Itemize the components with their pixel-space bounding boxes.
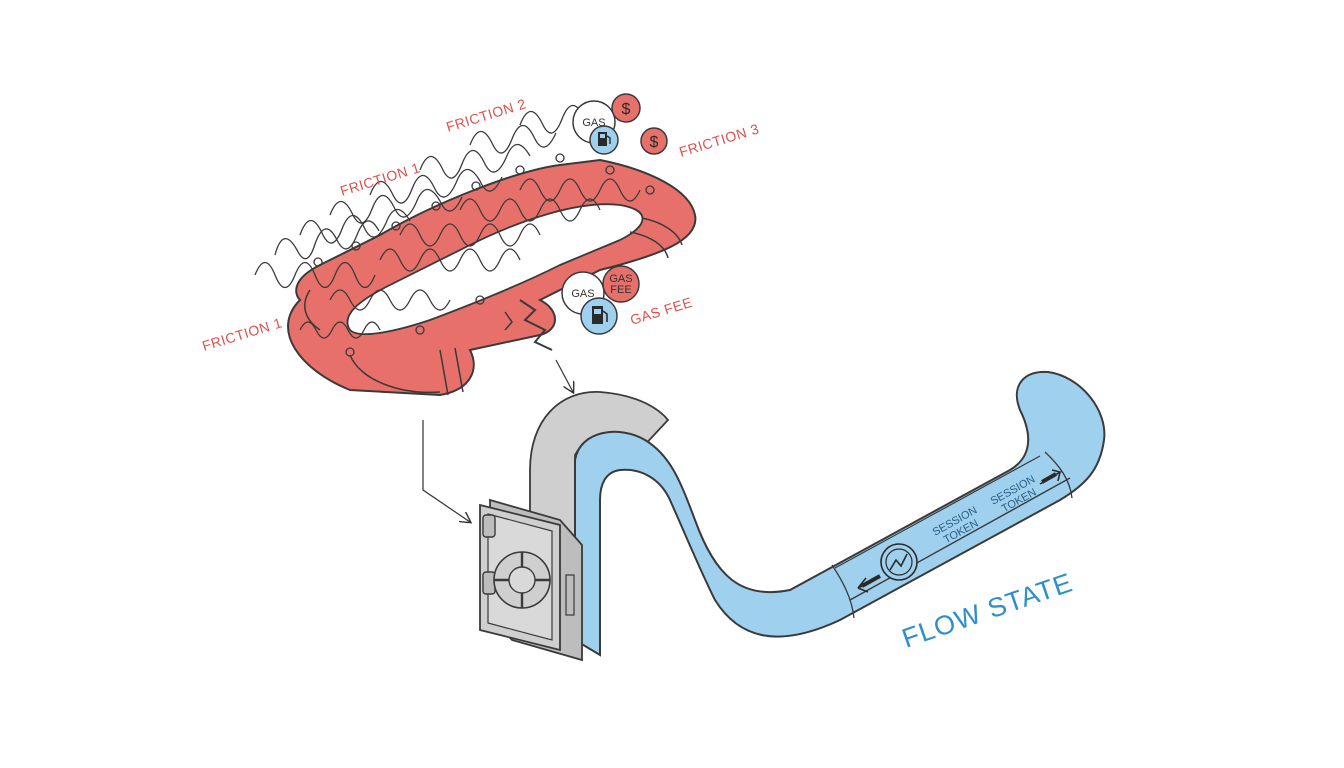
dollar-icon: $	[622, 101, 631, 118]
arrow-left-icon	[857, 574, 881, 593]
dollar-icon: $	[650, 134, 659, 151]
session-key-icon	[880, 543, 918, 581]
friction-3-label: FRICTION 3	[677, 120, 761, 160]
friction-1-left-label: FRICTION 1	[200, 314, 284, 354]
friction-2-label: FRICTION 2	[444, 95, 528, 135]
gas-fee-badge-line1: GAS	[609, 273, 632, 285]
gas-fee-badge: GAS FEE	[602, 265, 640, 303]
friction-tangle	[254, 104, 655, 357]
gas-fee-badge-line2: FEE	[610, 284, 631, 296]
vault-dial-icon	[493, 551, 551, 609]
vault	[479, 498, 583, 662]
fuel-badge-top	[589, 125, 619, 155]
gas-mid-label: GAS	[571, 288, 594, 300]
dollar-badge-1: $	[611, 93, 641, 123]
flow-state-label: FLOW STATE	[898, 567, 1077, 653]
connector-arrows	[422, 359, 573, 522]
fuel-pump-icon	[598, 132, 611, 146]
friction-1-top-label: FRICTION 1	[338, 159, 422, 199]
fuel-badge-mid	[580, 297, 618, 335]
gas-fee-label: GAS FEE	[628, 294, 694, 328]
arrow-right-icon	[1039, 469, 1063, 485]
fuel-pump-icon	[592, 306, 608, 324]
dollar-badge-2: $	[640, 127, 668, 155]
